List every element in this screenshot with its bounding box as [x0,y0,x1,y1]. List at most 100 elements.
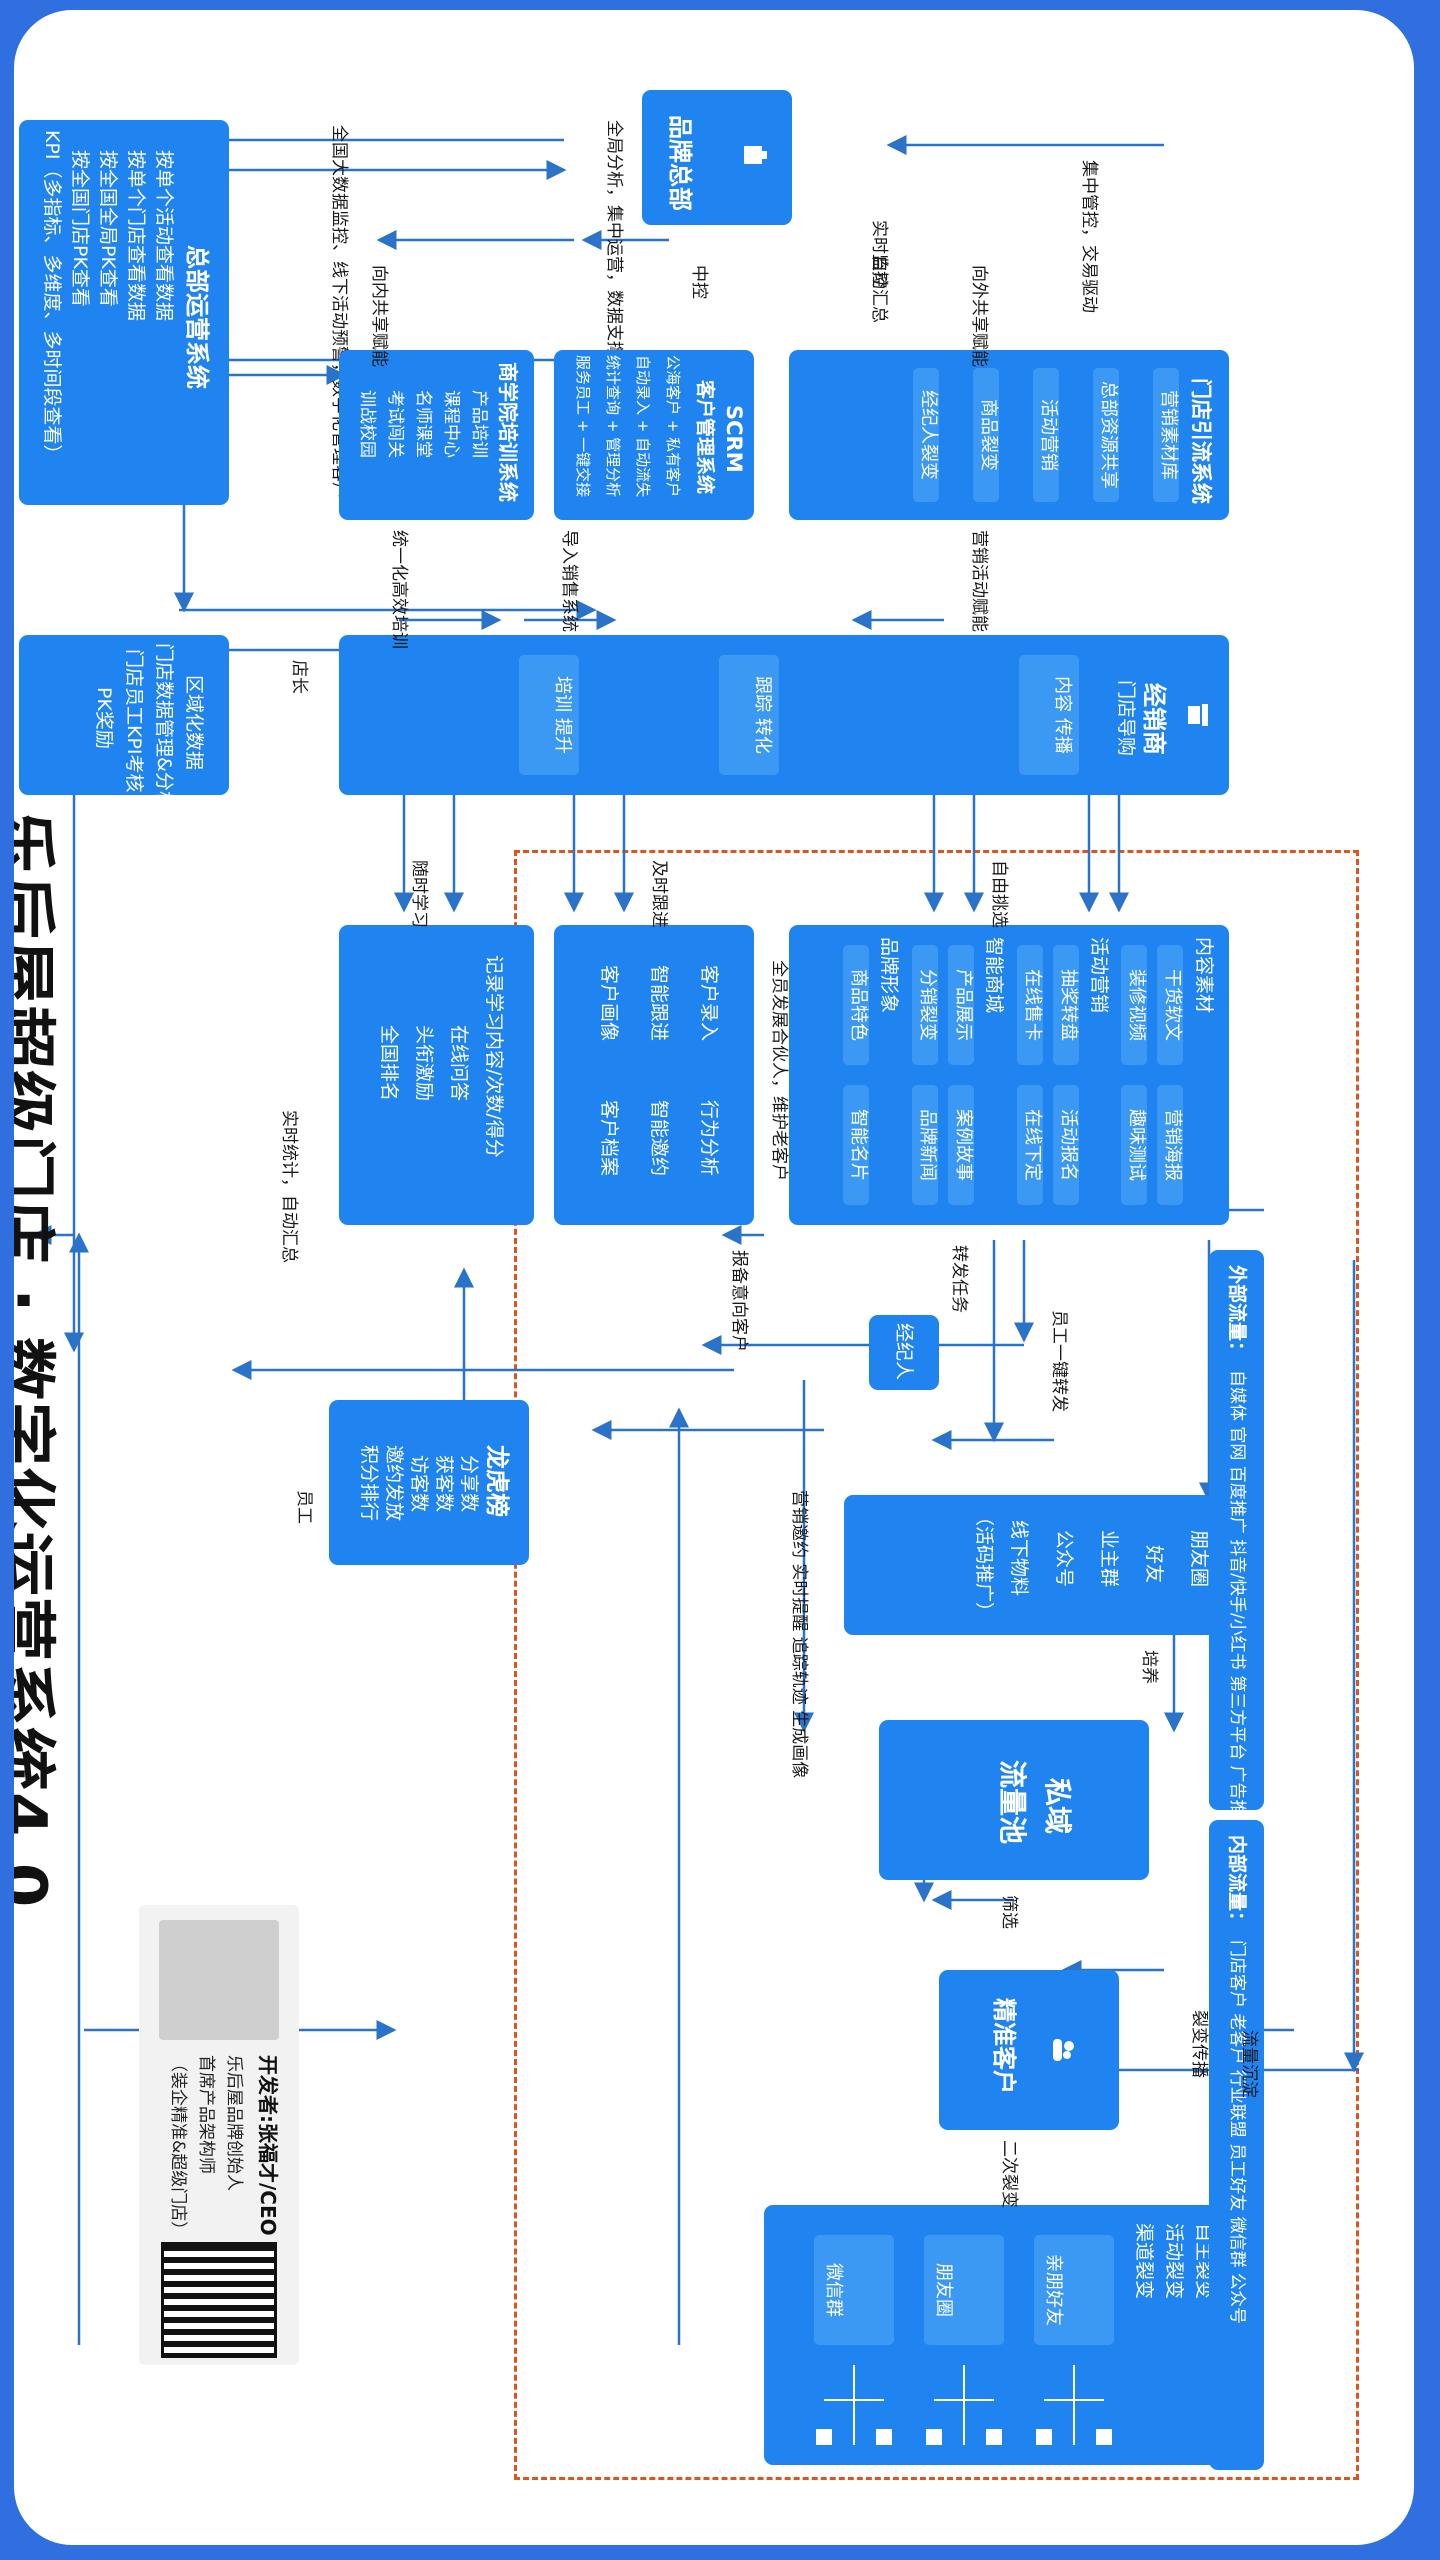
developer-photo [159,1920,279,2040]
developer-name: 开发者:张福才/CEO [256,2055,280,2236]
label-chan-pool: 培养 [1139,1650,1159,1684]
customer-r1c1: 客户录入 [698,965,720,1042]
content-item-14: 智能名片 [843,1085,869,1205]
label-dealer-reg: 店长 [289,660,309,694]
content-item-7: 在线售卡 [1017,945,1043,1065]
content-item-8: 在线下定 [1017,1085,1043,1205]
content-box: 内容素材 干货软文 营销海报 装修视频 趣味测试 活动营销 抽奖转盘 活动报名 … [789,925,1229,1225]
school-title: 商学院培训系统 [496,362,520,502]
label-wide: 全员发展合伙人，维护老客户 [769,960,789,1181]
channel-5: 线下物料 [1008,1520,1030,1597]
label-hq-scrm: 中控 [689,265,709,299]
canvas: 品牌总部 全国大数据监控、线下活动预警，数字化管理客户 全局分析，集中运营，数据… [14,10,1414,2545]
school-line-5: 训战校园 [357,390,377,458]
label-dealer-content: 自由挑选 [989,860,1009,928]
content-item-6: 活动报名 [1053,1085,1079,1205]
content-item-11: 分销裂变 [912,945,938,1065]
broker-label: 经纪人 [893,1323,915,1381]
label-content-chan: 员工一键转发 [1049,1310,1069,1412]
external-strip: 外部流量： 自媒体 官网 百度推广 抖音/快手/小红书 第三方平台 广告推广 品… [1209,1250,1264,1980]
scrm-title-1: SCRM [722,405,746,473]
label-scrm-dealer-1: 导入销售系统 [559,530,579,632]
content-label-3: 智能商城 [983,937,1005,1014]
label-content-broker: 转发任务 [949,1245,969,1313]
developer-line-1: 乐后屋品牌创始人 [224,2055,244,2191]
content-item-4: 趣味测试 [1121,1085,1147,1205]
customer-r3c2: 客户档案 [598,1100,620,1177]
channel-6: （活码推广） [973,1507,995,1622]
customer-r2c2: 智能邀约 [648,1100,670,1177]
scrm-line-1: 公海客户 + 私有客户 [664,355,682,498]
dealer-box: 经销商 门店导购 内容 传播 跟踪 转化 培训 提升 [339,635,1229,795]
label-school-dealer-1: 统一化高效培训 [389,530,409,649]
content-item-13: 商品特色 [843,945,869,1065]
scrm-title-2: 客户管理系统 [694,380,716,495]
regional-box: 区域化数据 门店数据管理&分析 门店员工KPI考核 PK奖励 [19,635,229,810]
internal-label: 内部流量： [1226,1835,1248,1931]
content-item-12: 品牌新闻 [912,1085,938,1205]
external-label: 外部流量： [1226,1265,1248,1361]
label-hq-far: 集中管控，交易驱动 [1079,160,1099,313]
ops-line-4: 按全国门店PK查看 [69,150,91,307]
learning-line-1: 记录学习内容/次数/得分 [483,955,505,1158]
customer-r1c2: 行为分析 [698,1100,720,1177]
dealer-title: 经销商 [1140,683,1168,755]
dealer-col-train: 培训 提升 [519,655,579,775]
regional-line-4: PK奖励 [93,687,115,749]
dealer-col-content: 内容 传播 [1019,655,1079,775]
channel-2: 好友 [1143,1545,1165,1584]
developer-line-2: 首席产品架构师 [196,2055,216,2174]
label-pool-precise: 筛选 [999,1895,1019,1929]
traffic-box: 门店引流系统 营销素材库 总部资源共享 活动营销 商品裂变 经纪人裂变 [789,350,1229,520]
tiger-line-5: 积分排行 [358,1445,380,1522]
scrm-box: SCRM 客户管理系统 公海客户 + 私有客户 自动录入 + 自动流失 统计查询… [554,350,754,520]
label-precise-fission: 二次裂变 [999,2140,1019,2208]
internal-items: 门店客户 老客户 行业联盟 员工好友 微信群 公众号 [1227,1940,1247,2325]
label-cust-broker: 报备意向客户 [729,1250,749,1352]
broker-box: 经纪人 [869,1315,939,1390]
content-item-1: 干货软文 [1157,945,1183,1065]
scrm-line-4: 服务员工 + 一键交接 [574,355,592,498]
scrm-line-2: 自动录入 + 自动流失 [634,355,652,498]
hq-label: 品牌总部 [666,115,694,211]
pool-box: 私域 流量池 [879,1720,1149,1880]
learning-line-3: 头衔激励 [413,1025,435,1102]
fission-box: 自主裂变 活动裂变 渠道裂变 亲朋好友 朋友圈 微信群 [764,2205,1229,2465]
channel-3: 业主群 [1098,1530,1120,1588]
school-line-4: 考试闯关 [385,390,405,458]
content-item-5: 抽奖转盘 [1053,945,1079,1065]
traffic-title: 门店引流系统 [1189,378,1213,504]
scrm-line-3: 统计查询 + 管理分析 [604,355,622,498]
hq-box: 品牌总部 [642,90,792,225]
regional-line-1: 区域化数据 [183,675,205,771]
school-line-1: 产品培训 [469,390,489,458]
content-item-9: 产品展示 [948,945,974,1065]
diagram-stage: 品牌总部 全国大数据监控、线下活动预警，数字化管理客户 全局分析，集中运营，数据… [14,10,1414,2545]
traffic-item-2: 总部资源共享 [1093,368,1119,502]
label-dealer-cust: 及时跟进 [649,860,669,928]
label-cust-bottom: 营销邀约 实时提醒 追踪轨迹 生成画像 [789,1490,809,1779]
learning-box: 记录学习内容/次数/得分 在线问答 头衔激励 全国排名 [339,925,534,1225]
ops-box: 总部运营系统 按单个活动查看数据 按单个门店查看数据 按全国全局PK查看 按全国… [19,120,229,505]
precise-box: 精准客户 [939,1970,1119,2130]
precise-label: 精准客户 [990,1998,1018,2094]
customer-box: 客户录入 行为分析 智能跟进 智能邀约 客户画像 客户档案 [554,925,754,1225]
ops-title: 总部运营系统 [183,245,211,389]
dealer-col-track: 跟踪 转化 [719,655,779,775]
page-title: 乐后屋超级门店 · 数字化运营系统4.0 [14,810,59,1909]
tiger-box: 龙虎榜 分享数 获客数 访客数 邀约发放 积分排行 [329,1400,529,1565]
customer-r3c1: 客户画像 [598,965,620,1042]
qr-code-icon [161,2242,277,2358]
label-dealer-learn: 随时学习 [409,860,429,928]
content-item-10: 案例故事 [948,1085,974,1205]
learning-line-2: 在线问答 [448,1025,470,1102]
content-label-2: 活动营销 [1088,937,1110,1014]
label-hq-school: 向内共享赋能 [369,265,389,367]
school-line-3: 名师课堂 [413,390,433,458]
regional-line-3: 门店员工KPI考核 [123,649,145,793]
customer-r2c1: 智能跟进 [648,965,670,1042]
traffic-item-4: 商品裂变 [973,368,999,502]
label-hq-traffic: 向外共享赋能 [969,265,989,367]
traffic-item-1: 营销素材库 [1153,368,1179,502]
building-icon [744,146,767,164]
